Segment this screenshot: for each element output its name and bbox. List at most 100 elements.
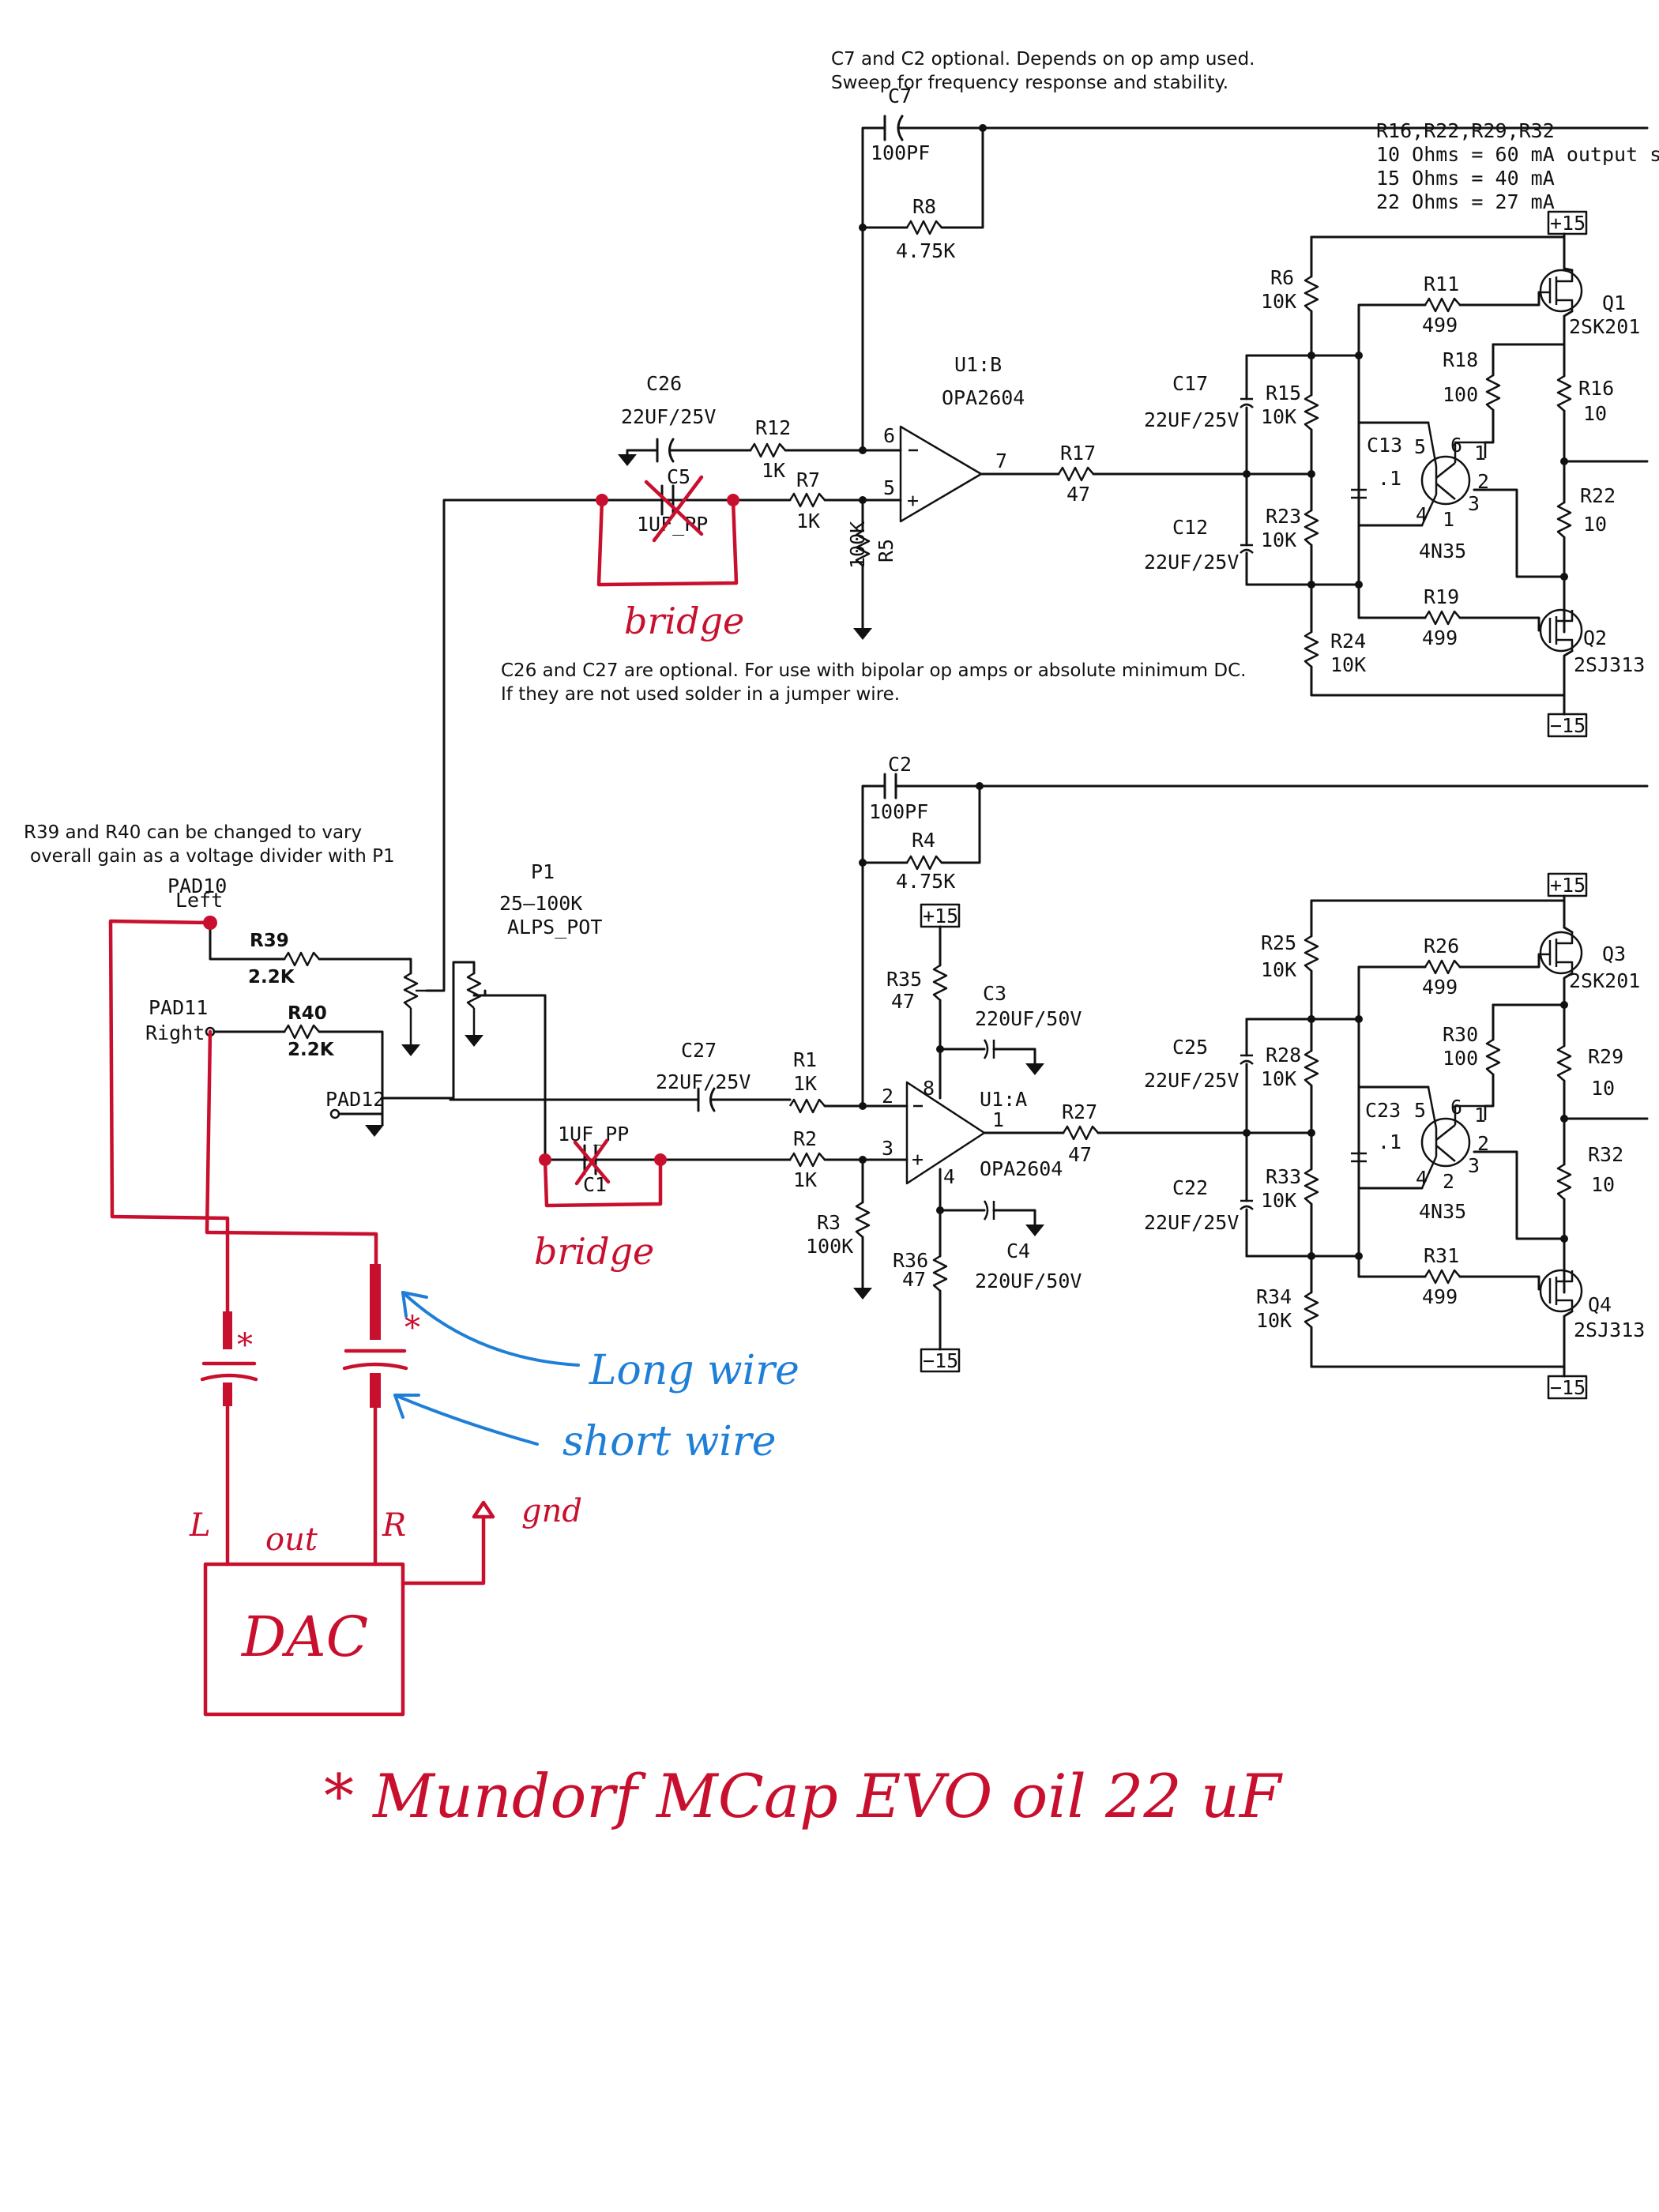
wire: [1563, 972, 1574, 1048]
rail-minus-box-2: [1547, 1375, 1588, 1400]
wire: [472, 994, 792, 1161]
label-pin7: 7: [995, 450, 1007, 472]
plus-sign: +: [912, 1148, 924, 1171]
label-c27-value: 22UF/25V: [656, 1070, 750, 1093]
c4-plate: [983, 1200, 989, 1221]
dac-box: [203, 1562, 405, 1717]
note-c7-c2-line2: Sweep for frequency response and stabili…: [831, 73, 1228, 93]
left-cap-body: [223, 1311, 232, 1349]
r40-resistor: [283, 1024, 320, 1040]
label-r19: R19: [1424, 585, 1459, 608]
r24-resistor: [1304, 630, 1319, 668]
wire: [318, 1030, 384, 1127]
label-c26-value: 22UF/25V: [621, 405, 716, 428]
label-r29-value: 10: [1591, 1077, 1615, 1100]
footnote-mundorf: * Mundorf MCap EVO oil 22 uF: [324, 1761, 1283, 1831]
r12-resistor: [749, 442, 786, 458]
c22-plate: [1240, 1205, 1254, 1210]
label-c17-value: 22UF/25V: [1144, 408, 1239, 431]
label-c23: C23: [1365, 1099, 1401, 1122]
ground-symbol: [1025, 1063, 1044, 1075]
label-r39: R39: [250, 931, 289, 951]
label-r1-value: 1K: [793, 1072, 817, 1095]
label-r12: R12: [755, 416, 791, 439]
label-r7-value: 1K: [796, 510, 820, 532]
short-wire-label: short wire: [562, 1418, 777, 1465]
q4-drain: [1556, 1299, 1574, 1311]
r39-resistor: [283, 951, 320, 967]
wire: [861, 126, 886, 452]
pin-2b: 2: [1477, 1132, 1489, 1155]
label-r35-value: 47: [891, 990, 915, 1013]
junction: [1307, 1015, 1315, 1023]
wire: [992, 1048, 1036, 1065]
label-r32: R32: [1588, 1143, 1623, 1166]
label-c25-value: 22UF/25V: [1144, 1069, 1239, 1092]
arrowhead: [401, 1291, 408, 1318]
label-4n35-top: 4N35: [1419, 540, 1466, 562]
label-r30-value: 100: [1443, 1047, 1478, 1070]
label-c4-value: 220UF/50V: [975, 1270, 1082, 1292]
rail-minus-label-opamp: −15: [923, 1349, 958, 1372]
pin-1b: 1: [1443, 508, 1454, 531]
label-c12: C12: [1172, 516, 1208, 539]
label-r22: R22: [1580, 484, 1616, 507]
junction: [859, 446, 867, 454]
label-r34-value: 10K: [1256, 1309, 1292, 1332]
label-c22-value: 22UF/25V: [1144, 1211, 1239, 1234]
bridge-label-bottom: bridge: [534, 1230, 654, 1273]
label-out: out: [265, 1522, 318, 1558]
label-left: Left: [175, 889, 223, 912]
r18-resistor: [1485, 374, 1501, 411]
r36-resistor: [932, 1255, 948, 1292]
rail-plus-label-2: +15: [1550, 874, 1586, 897]
ground-symbol: [618, 454, 637, 466]
label-p1: P1: [531, 860, 555, 883]
arrowhead: [393, 1394, 404, 1419]
label-c23-value: .1: [1378, 1130, 1401, 1153]
wire: [1484, 408, 1495, 444]
label-r31: R31: [1424, 1244, 1459, 1267]
junction: [1560, 573, 1568, 581]
label-c7: C7: [888, 85, 912, 107]
label-4n35-bottom: 4N35: [1419, 1200, 1466, 1223]
top-channel: C7 100PF R8 4.75K C26 22UF/25V R12 1K C5…: [442, 85, 1649, 965]
bridge-loop-top: [596, 498, 739, 587]
rail-minus-box-opamp: [920, 1348, 961, 1373]
r28-resistor: [1304, 1049, 1319, 1086]
note-c26-c27-line1: C26 and C27 are optional. For use with b…: [501, 660, 1246, 681]
label-r5-value: 100K: [846, 521, 869, 569]
label-c17: C17: [1172, 372, 1208, 395]
label-pad10: PAD10: [167, 875, 227, 897]
label-right: Right: [145, 1021, 205, 1044]
wire: [425, 962, 446, 992]
pin-3: 3: [1468, 492, 1480, 515]
r22-resistor: [1556, 501, 1572, 538]
solder-dot: [596, 494, 608, 506]
label-r30: R30: [1443, 1023, 1478, 1046]
rail-plus-label: +15: [1550, 212, 1586, 235]
rail-plus-box-2: [1547, 872, 1588, 897]
junction: [1307, 352, 1315, 359]
r30-resistor: [1485, 1038, 1501, 1075]
opamp-u1b: [899, 425, 983, 523]
gnd-wire: [401, 1514, 486, 1586]
ground-symbol: [1025, 1224, 1044, 1236]
label-q3: Q3: [1602, 942, 1626, 965]
q1-source: [1556, 299, 1574, 311]
left-cap-lead: [223, 1382, 232, 1406]
wire: [1454, 441, 1487, 463]
wire: [209, 921, 286, 961]
wire: [1563, 649, 1574, 697]
r15-resistor: [1304, 393, 1319, 431]
pin-4b: 4: [1416, 1167, 1428, 1190]
bridge-label-top: bridge: [624, 600, 744, 642]
label-r4: R4: [912, 829, 935, 852]
label-c26: C26: [646, 372, 682, 395]
note-output-res-heading: R16,R22,R29,R32: [1376, 119, 1555, 142]
label-r3-value: 100K: [806, 1235, 853, 1258]
wire: [1458, 953, 1540, 969]
wire: [1427, 422, 1438, 467]
cross-c1: [574, 1138, 609, 1186]
label-r18-value: 100: [1443, 383, 1478, 406]
